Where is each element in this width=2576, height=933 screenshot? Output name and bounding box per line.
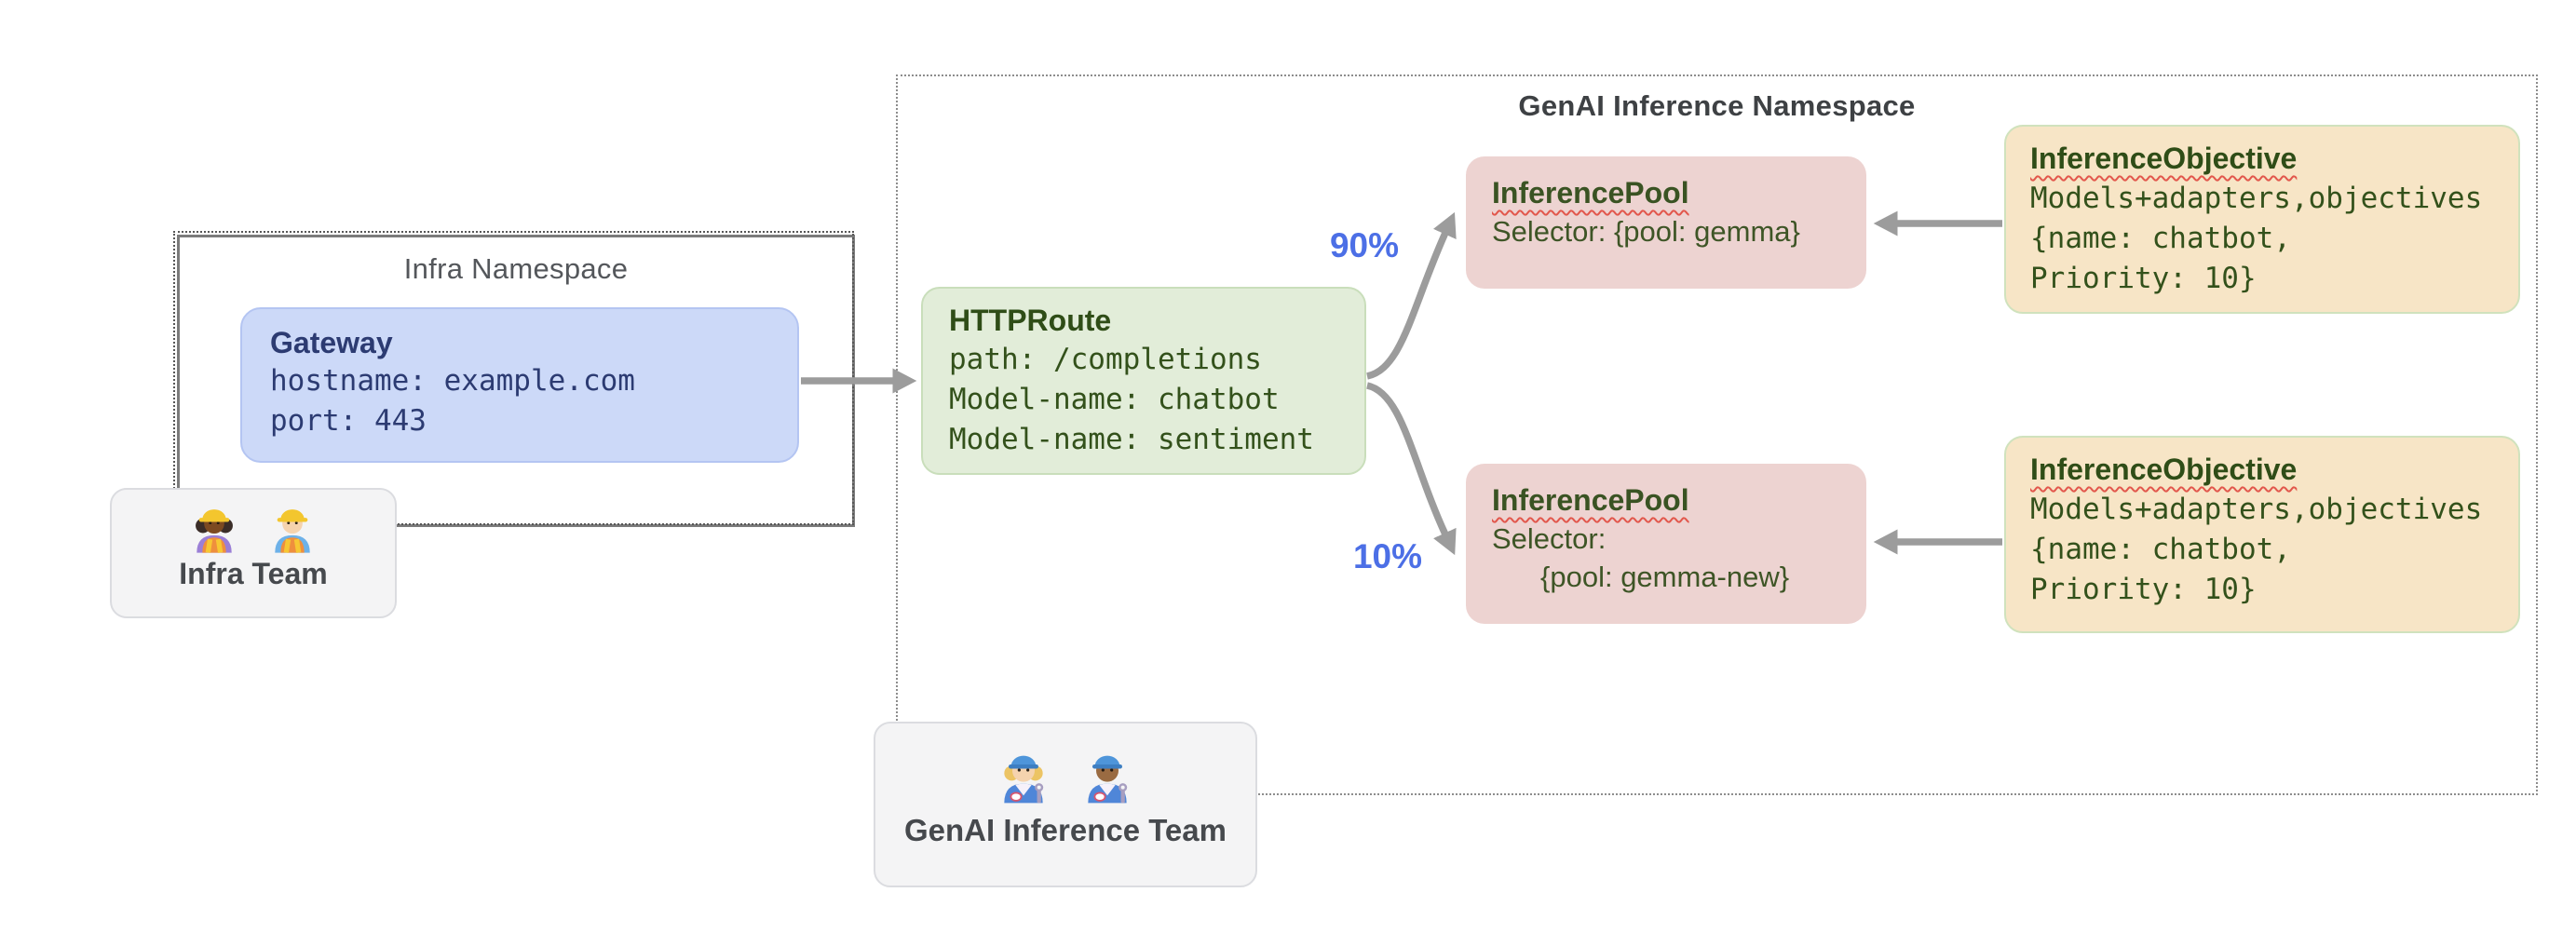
man-construction-worker-icon	[275, 509, 310, 553]
woman-mechanic-icon	[1004, 755, 1044, 804]
inference-objective-bottom-line2: {name: chatbot,	[2030, 533, 2291, 566]
genai-team-label: GenAI Inference Team	[903, 813, 1227, 847]
infra-team-emojis	[112, 501, 395, 555]
gateway-port: port: 443	[270, 404, 427, 438]
genai-inference-team-card: GenAI Inference Team	[874, 722, 1257, 887]
inference-objective-top-line1: Models+adapters,objectives	[2030, 182, 2483, 215]
inference-objective-top-title: InferenceObjective	[2030, 139, 2518, 179]
gateway-title: Gateway	[270, 326, 393, 359]
genai-inference-namespace-title: GenAI Inference Namespace	[1518, 89, 1916, 122]
inference-pool-gemma-new-selector: Selector:	[1492, 522, 1607, 555]
infra-team-label: Infra Team	[179, 557, 328, 590]
woman-construction-worker-icon	[196, 509, 233, 553]
httproute-path: path: /completions	[949, 343, 1262, 376]
inference-pool-gemma-new-title-text: InferencePool	[1492, 483, 1689, 517]
inference-pool-gemma-selector: Selector: {pool: gemma}	[1492, 215, 1800, 248]
inference-pool-gemma-new-title: InferencePool	[1492, 480, 1866, 520]
infra-team-card: Infra Team	[110, 488, 397, 618]
inference-objective-bottom-line1: Models+adapters,objectives	[2030, 493, 2483, 526]
httproute-box: HTTPRoute path: /completions Model-name:…	[921, 287, 1366, 475]
inference-objective-top-box: InferenceObjective Models+adapters,objec…	[2004, 125, 2520, 314]
inference-pool-gemma-new-box: InferencePool Selector: {pool: gemma-new…	[1466, 464, 1866, 624]
inference-objective-bottom-title-text: InferenceObjective	[2030, 453, 2298, 486]
httproute-model-chatbot: Model-name: chatbot	[949, 383, 1280, 416]
inference-objective-top-title-text: InferenceObjective	[2030, 142, 2298, 175]
inference-objective-top-line3: Priority: 10}	[2030, 262, 2257, 295]
inference-pool-gemma-new-selector-value: {pool: gemma-new}	[1540, 561, 1790, 593]
inference-objective-top-line2: {name: chatbot,	[2030, 222, 2291, 255]
gateway-hostname: hostname: example.com	[270, 364, 635, 398]
inference-pool-gemma-box: InferencePool Selector: {pool: gemma}	[1466, 156, 1866, 289]
genai-team-emojis	[875, 746, 1255, 805]
man-mechanic-icon	[1088, 755, 1128, 804]
infra-namespace-title: Infra Namespace	[403, 252, 629, 285]
traffic-split-10-label: 10%	[1352, 537, 1423, 575]
inference-objective-bottom-box: InferenceObjective Models+adapters,objec…	[2004, 436, 2520, 633]
inference-pool-gemma-title: InferencePool	[1492, 173, 1866, 212]
inference-pool-gemma-title-text: InferencePool	[1492, 176, 1689, 210]
inference-objective-bottom-line3: Priority: 10}	[2030, 573, 2257, 606]
httproute-title: HTTPRoute	[949, 304, 1112, 337]
httproute-model-sentiment: Model-name: sentiment	[949, 423, 1314, 456]
inference-objective-bottom-title: InferenceObjective	[2030, 450, 2518, 490]
genai-inference-namespace-box: GenAI Inference Namespace	[896, 74, 2538, 795]
traffic-split-90-label: 90%	[1329, 226, 1400, 264]
gateway-box: Gateway hostname: example.com port: 443	[240, 307, 799, 463]
